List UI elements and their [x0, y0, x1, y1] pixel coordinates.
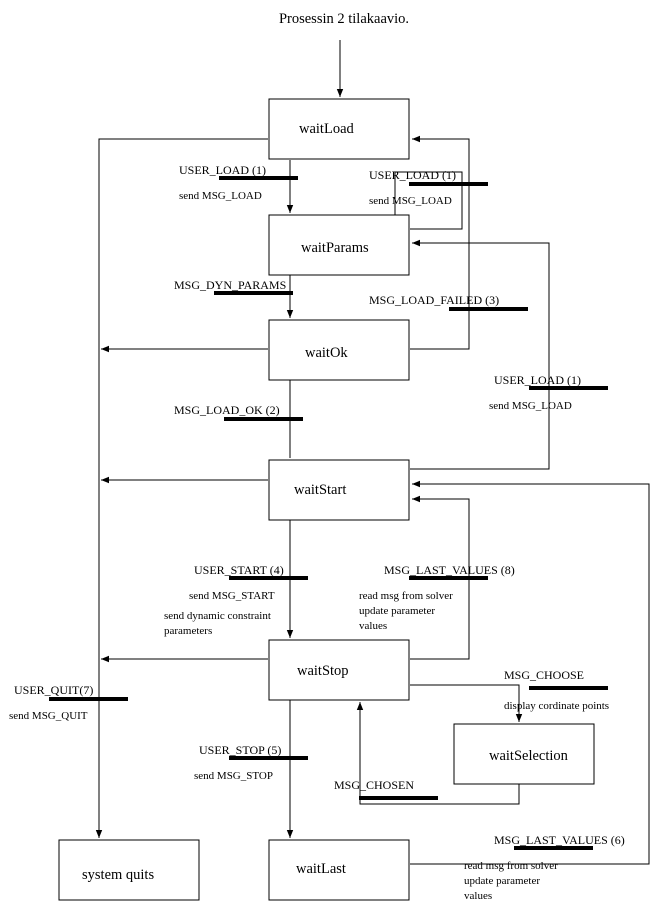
t8-action: read msg from solver	[359, 590, 453, 602]
state-waitload-label: waitLoad	[299, 121, 355, 137]
arrow-waitok-waitload	[410, 135, 470, 350]
t7-action: send MSG_START	[189, 590, 275, 602]
t10-action: display cordinate points	[504, 700, 609, 712]
t6-event: MSG_LOAD_OK (2)	[174, 403, 280, 417]
t13-event: MSG_LAST_VALUES (6)	[494, 833, 625, 847]
state-waitlast-label: waitLast	[296, 861, 346, 877]
state-system-quits: system quits	[58, 839, 200, 901]
state-waitok-label: waitOk	[305, 345, 348, 361]
t4-event: MSG_LOAD_FAILED (3)	[369, 293, 499, 307]
state-waitload: waitLoad	[268, 98, 410, 160]
t1-event: USER_LOAD (1)	[179, 163, 266, 177]
t13-action: read msg from solver	[464, 860, 558, 872]
t9-event: USER_QUIT(7)	[14, 683, 93, 697]
t13-action2: update parameter	[464, 875, 540, 887]
state-waitok: waitOk	[268, 319, 410, 381]
t8-event: MSG_LAST_VALUES (8)	[384, 563, 515, 577]
t11-event: USER_STOP (5)	[199, 743, 281, 757]
t8-action2: update parameter	[359, 605, 435, 617]
state-waitparams-label: waitParams	[301, 240, 369, 256]
state-waitstop-label: waitStop	[297, 663, 349, 679]
arrow-waitlast-waitstart	[410, 480, 650, 865]
diagram-title: Prosessin 2 tilakaavio.	[279, 11, 409, 27]
t2-event: USER_LOAD (1)	[369, 168, 456, 182]
t13-action3: values	[464, 890, 492, 902]
t7-action2: send dynamic constraint	[164, 610, 271, 622]
state-waitparams: waitParams	[268, 214, 410, 276]
state-waitselection-label: waitSelection	[489, 748, 569, 764]
state-waitstop: waitStop	[268, 639, 410, 701]
arrow-waitstart-waitparams	[410, 239, 550, 470]
t5-event: USER_LOAD (1)	[494, 373, 581, 387]
state-waitstart-label: waitStart	[294, 482, 346, 498]
t12-event: MSG_CHOSEN	[334, 778, 414, 792]
state-waitselection: waitSelection	[453, 723, 595, 785]
t2-action: send MSG_LOAD	[369, 195, 452, 207]
t5-action: send MSG_LOAD	[489, 400, 572, 412]
state-system-quits-label: system quits	[82, 867, 154, 883]
t9-action: send MSG_QUIT	[9, 710, 88, 722]
t7-action3: parameters	[164, 625, 212, 637]
t11-action: send MSG_STOP	[194, 770, 273, 782]
arrow-quit-path	[95, 138, 268, 838]
t1-action: send MSG_LOAD	[179, 190, 262, 202]
t10-event: MSG_CHOOSE	[504, 668, 584, 682]
t7-event: USER_START (4)	[194, 563, 284, 577]
t8-action3: values	[359, 620, 387, 632]
arrow-waitselection-waitstop	[356, 702, 520, 805]
arrow-waitstop-waitselection	[410, 684, 523, 722]
state-waitlast: waitLast	[268, 839, 410, 901]
t3-event: MSG_DYN_PARAMS	[174, 278, 286, 292]
state-waitstart: waitStart	[268, 459, 410, 521]
